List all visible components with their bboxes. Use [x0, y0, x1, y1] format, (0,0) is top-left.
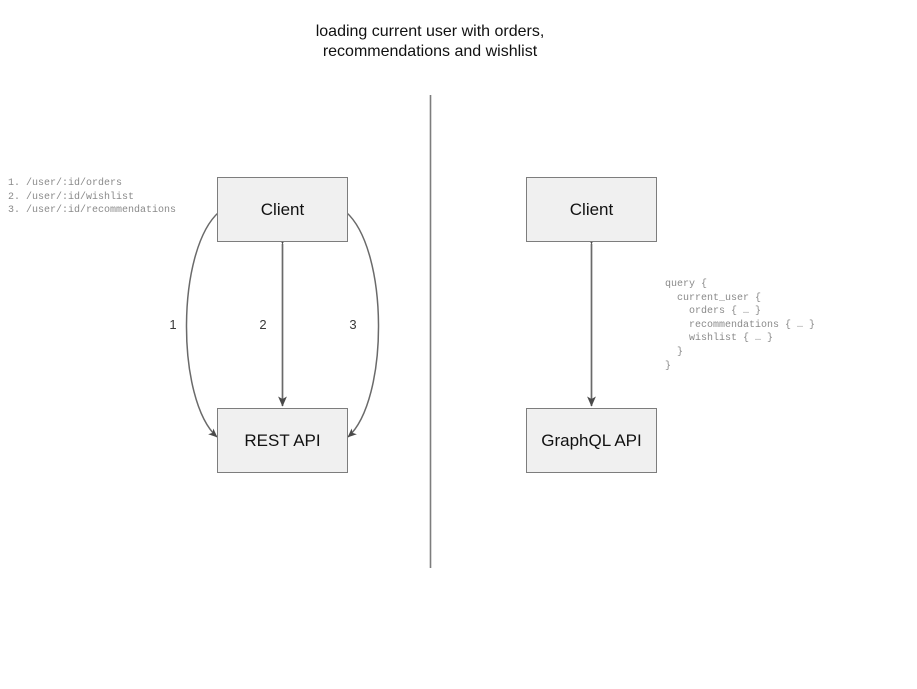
rest-edge-label-2: 2	[259, 317, 267, 332]
node-rest-client[interactable]: Client	[217, 177, 348, 242]
rest-edge-label-1: 1	[169, 317, 177, 332]
node-rest-client-label: Client	[260, 199, 305, 219]
node-rest-api-label: REST API	[244, 430, 321, 450]
diagram-title: loading current user with orders, recomm…	[315, 23, 545, 60]
node-rest-api[interactable]: REST API	[217, 408, 348, 473]
rest-edge-3	[337, 203, 380, 438]
node-graphql-api[interactable]: GraphQL API	[526, 408, 657, 473]
rest-endpoint-list: 1. /user/:id/orders 2. /user/:id/wishlis…	[8, 178, 177, 217]
graphql-query-snippet: query { current_user { orders { … } reco…	[665, 279, 816, 372]
rest-edge-label-3: 3	[349, 317, 357, 332]
node-graphql-client-label: Client	[569, 199, 614, 219]
rest-edge-1	[185, 203, 228, 438]
node-graphql-client[interactable]: Client	[526, 177, 657, 242]
node-graphql-api-label: GraphQL API	[541, 430, 642, 450]
